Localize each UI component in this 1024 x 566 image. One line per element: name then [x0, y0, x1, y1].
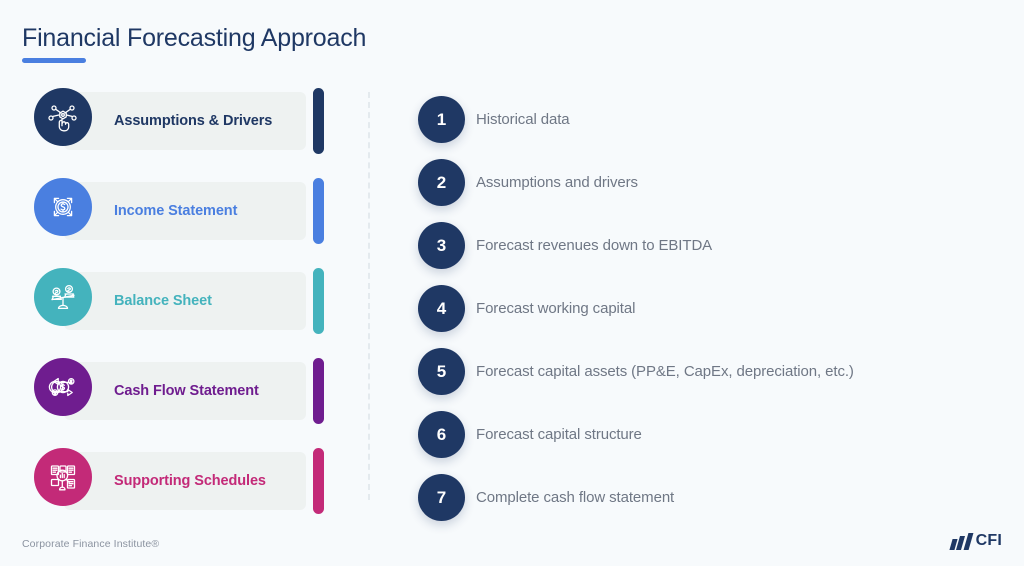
- card-label: Cash Flow Statement: [114, 383, 259, 399]
- step-item[interactable]: 6 Forecast capital structure: [418, 403, 998, 466]
- card-body: Assumptions & Drivers: [64, 92, 306, 150]
- card-accent-bar: [313, 268, 324, 334]
- step-item[interactable]: 4 Forecast working capital: [418, 277, 998, 340]
- coin-arrows-icon: [34, 178, 92, 236]
- statement-card-assumptions-drivers[interactable]: Assumptions & Drivers: [34, 88, 324, 154]
- step-number-badge: 2: [418, 159, 465, 206]
- card-accent-bar: [313, 358, 324, 424]
- card-accent-bar: [313, 88, 324, 154]
- documents-magnifier-icon: [34, 448, 92, 506]
- statement-card-income-statement[interactable]: Income Statement: [34, 178, 324, 244]
- step-item[interactable]: 7 Complete cash flow statement: [418, 466, 998, 529]
- step-label: Forecast capital assets (PP&E, CapEx, de…: [476, 363, 854, 380]
- step-label: Assumptions and drivers: [476, 174, 638, 191]
- card-body: Income Statement: [64, 182, 306, 240]
- page-title: Financial Forecasting Approach: [22, 24, 367, 52]
- step-number-badge: 1: [418, 96, 465, 143]
- statement-card-list: Assumptions & Drivers Income Statement: [34, 88, 324, 514]
- step-label: Historical data: [476, 111, 570, 128]
- card-label: Assumptions & Drivers: [114, 113, 273, 129]
- step-item[interactable]: 1 Historical data: [418, 88, 998, 151]
- balance-scale-icon: [34, 268, 92, 326]
- statement-card-cash-flow-statement[interactable]: Cash Flow Statement: [34, 358, 324, 424]
- step-label: Forecast working capital: [476, 300, 636, 317]
- step-number-badge: 3: [418, 222, 465, 269]
- step-label: Forecast capital structure: [476, 426, 642, 443]
- cash-flow-cycle-icon: [34, 358, 92, 416]
- column-divider: [368, 92, 370, 500]
- step-item[interactable]: 5 Forecast capital assets (PP&E, CapEx, …: [418, 340, 998, 403]
- step-item[interactable]: 3 Forecast revenues down to EBITDA: [418, 214, 998, 277]
- card-body: Cash Flow Statement: [64, 362, 306, 420]
- cfi-logo-text: CFI: [975, 532, 1002, 549]
- cfi-logo-bars-icon: [949, 532, 974, 550]
- card-body: Balance Sheet: [64, 272, 306, 330]
- cfi-logo: CFI: [949, 532, 1002, 550]
- card-label: Income Statement: [114, 203, 238, 219]
- step-number-badge: 5: [418, 348, 465, 395]
- statement-card-balance-sheet[interactable]: Balance Sheet: [34, 268, 324, 334]
- card-body: Supporting Schedules: [64, 452, 306, 510]
- step-label: Forecast revenues down to EBITDA: [476, 237, 713, 254]
- card-label: Balance Sheet: [114, 293, 212, 309]
- step-number-badge: 4: [418, 285, 465, 332]
- step-number-badge: 7: [418, 474, 465, 521]
- step-item[interactable]: 2 Assumptions and drivers: [418, 151, 998, 214]
- statement-card-supporting-schedules[interactable]: Supporting Schedules: [34, 448, 324, 514]
- card-label: Supporting Schedules: [114, 473, 266, 489]
- step-number-badge: 6: [418, 411, 465, 458]
- step-label: Complete cash flow statement: [476, 489, 675, 506]
- card-accent-bar: [313, 178, 324, 244]
- forecast-step-list: 1 Historical data 2 Assumptions and driv…: [418, 88, 998, 529]
- footer-credit: Corporate Finance Institute®: [22, 538, 160, 550]
- network-hand-icon: [34, 88, 92, 146]
- title-underline-accent: [22, 58, 86, 63]
- card-accent-bar: [313, 448, 324, 514]
